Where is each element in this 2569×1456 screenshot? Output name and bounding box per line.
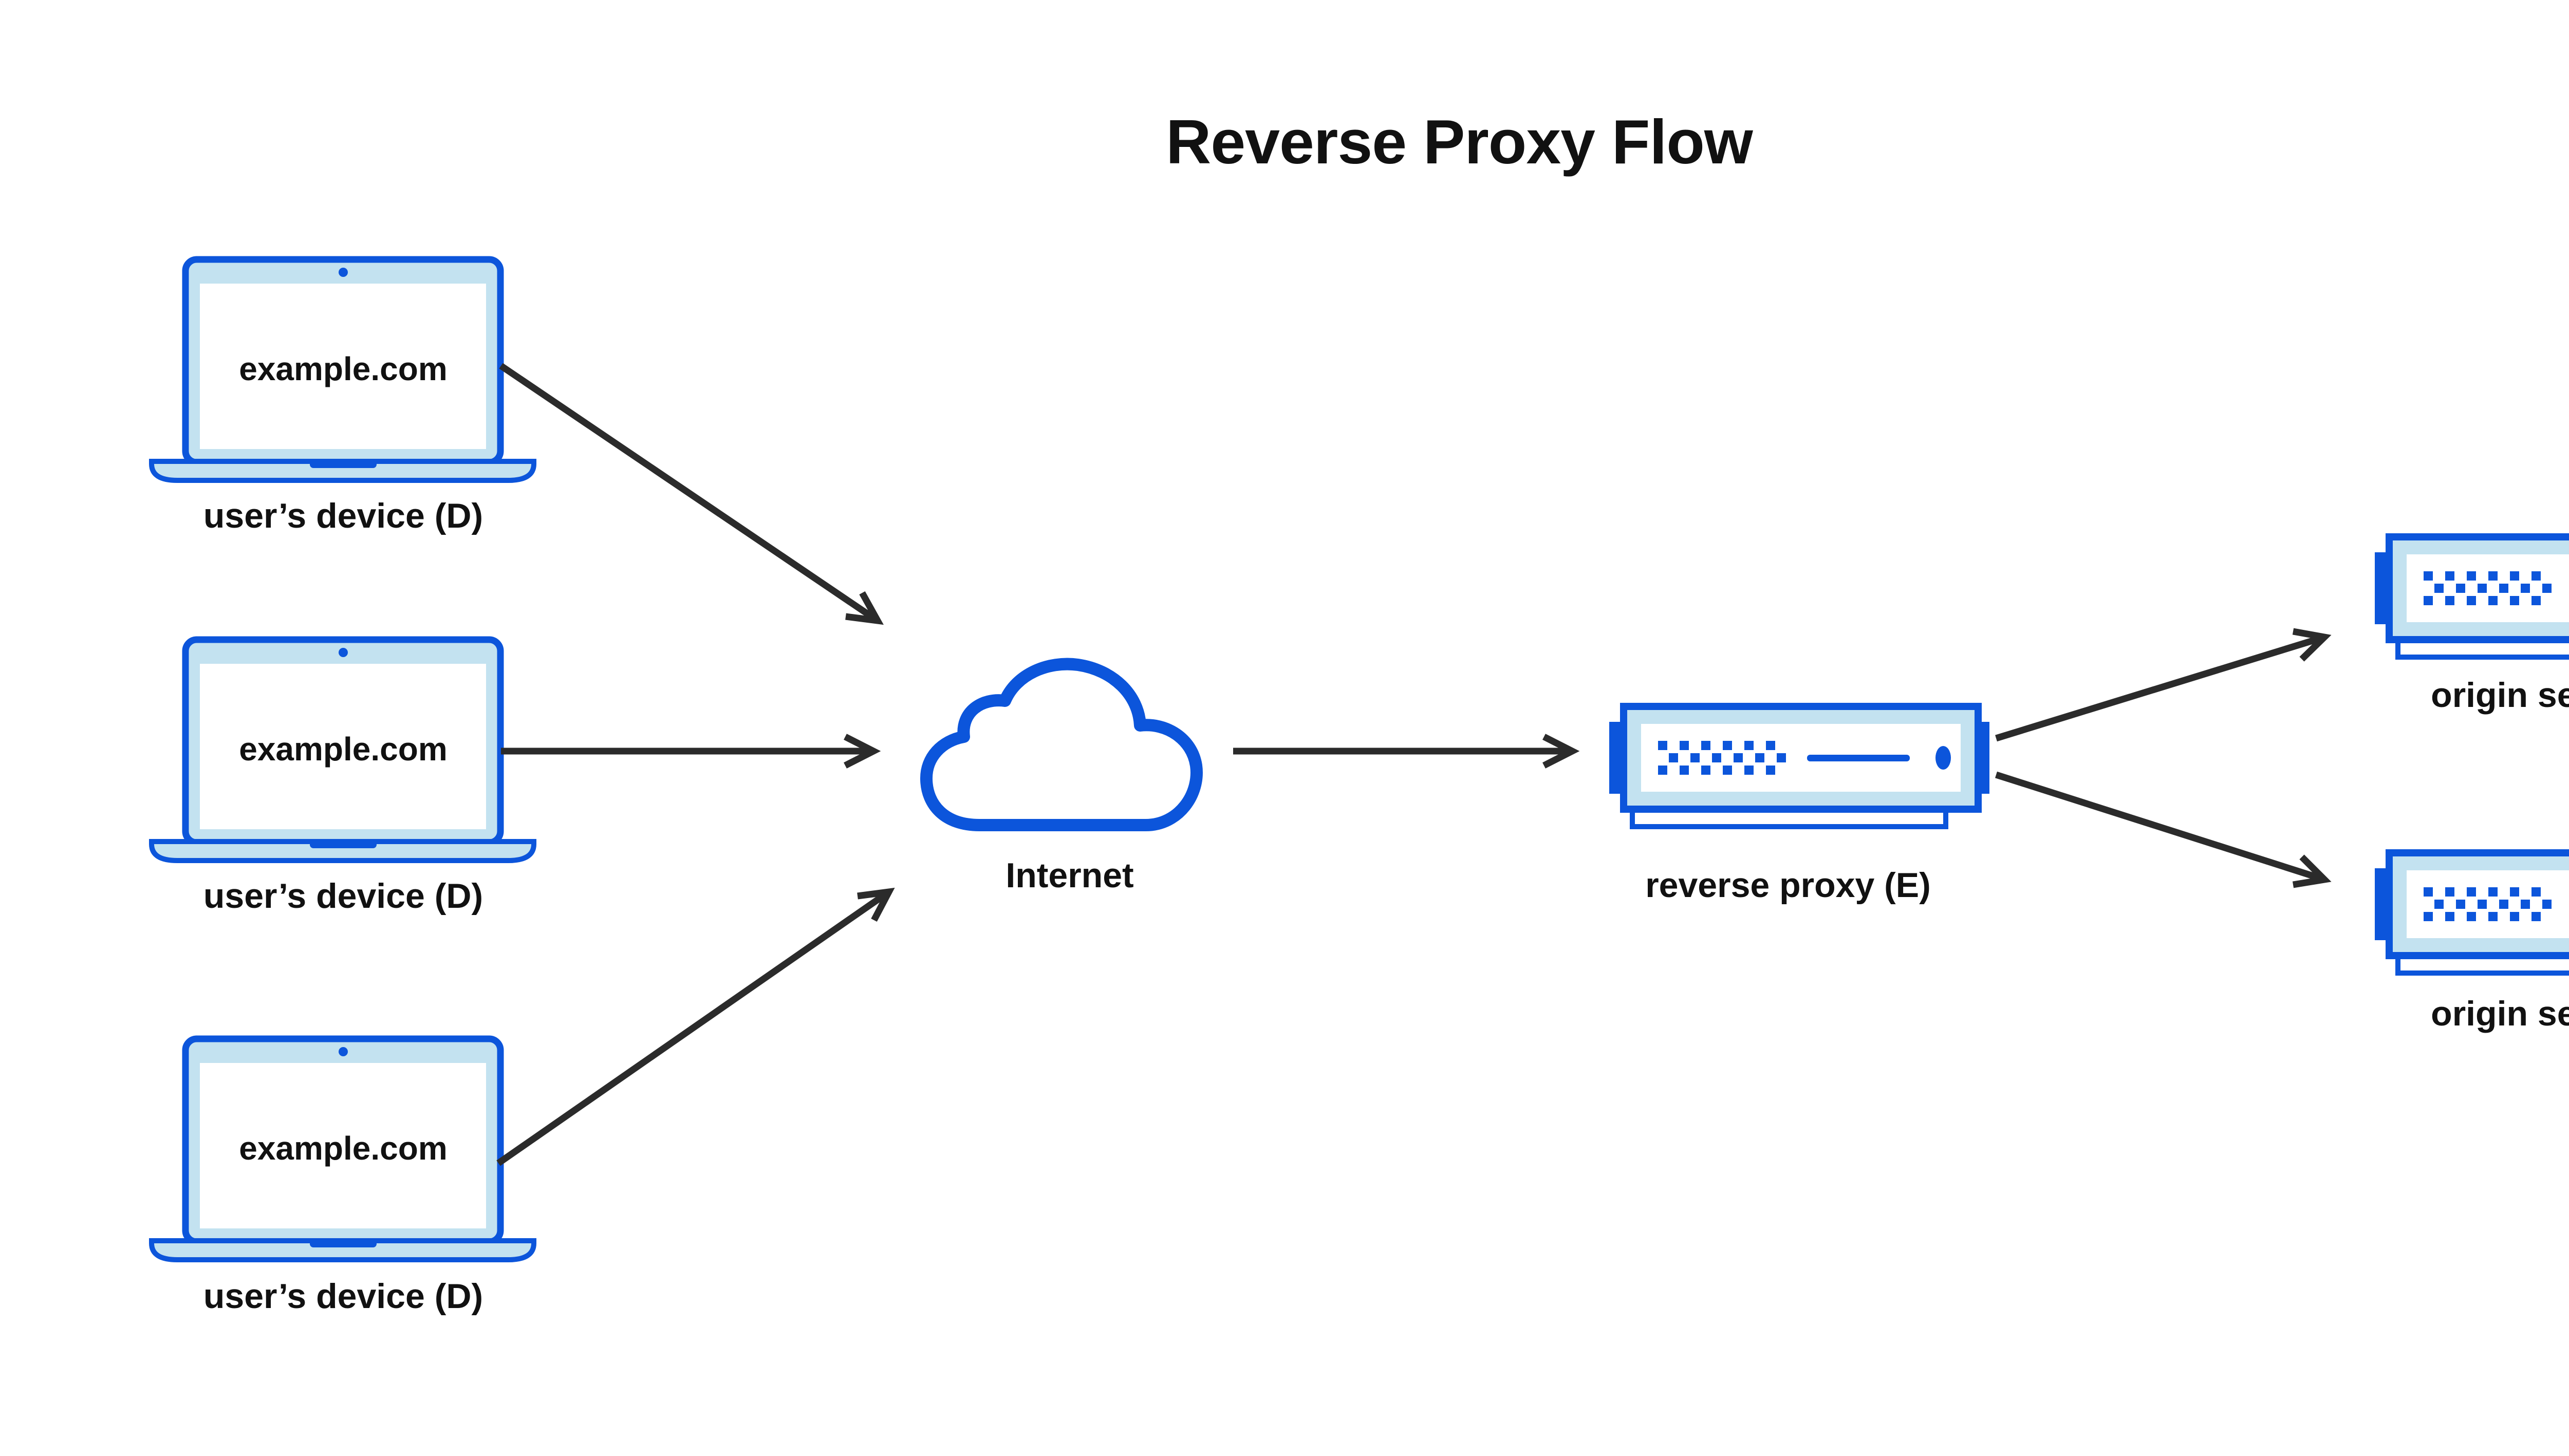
reverse-proxy-node: reverse proxy (E): [1609, 706, 1989, 905]
reverse-proxy-label: reverse proxy (E): [1645, 866, 1931, 905]
arrow-proxy-origin2: [1995, 771, 2332, 888]
server-icon: [2375, 537, 2569, 657]
arrow-proxy-origin1: [1995, 628, 2332, 742]
arrow-device1-internet: [499, 363, 884, 625]
device-screen-text: example.com: [239, 731, 448, 768]
device-node-3: example.com user’s device (D): [152, 1039, 534, 1316]
device-node-2: example.com user’s device (D): [152, 640, 534, 916]
origin-server-label: origin server (F): [2431, 676, 2569, 715]
server-icon: [1609, 706, 1989, 827]
device-screen-text: example.com: [239, 350, 448, 387]
server-icon: [2375, 853, 2569, 973]
device-node-1: example.com user’s device (D): [152, 259, 534, 535]
device-label: user’s device (D): [203, 1277, 483, 1316]
origin-server-node-2: origin server (F): [2375, 853, 2569, 1033]
internet-label: Internet: [1006, 856, 1133, 895]
arrow-device2-internet: [501, 734, 881, 769]
device-label: user’s device (D): [203, 496, 483, 535]
arrow-internet-proxy: [1233, 734, 1580, 769]
cloud-icon: [920, 658, 1203, 831]
device-label: user’s device (D): [203, 876, 483, 916]
arrow-device3-internet: [496, 887, 895, 1166]
origin-server-label: origin server (F): [2431, 994, 2569, 1033]
origin-server-node-1: origin server (F): [2375, 537, 2569, 715]
device-screen-text: example.com: [239, 1130, 448, 1167]
page-title: Reverse Proxy Flow: [1166, 107, 1754, 177]
internet-node: Internet: [920, 658, 1203, 895]
